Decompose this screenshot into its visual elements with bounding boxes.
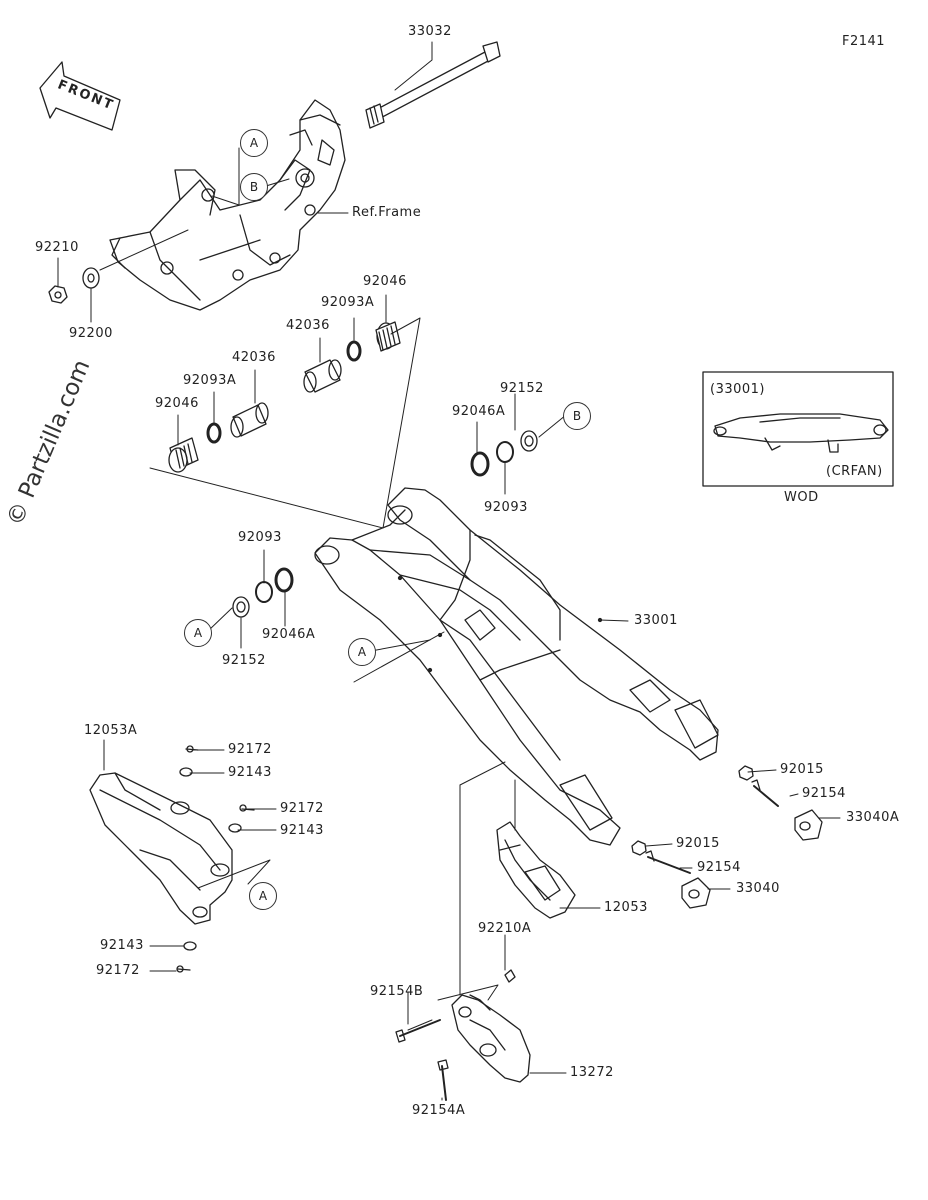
part-92093A-top: 92093A	[321, 295, 375, 310]
chain-guide-bolts	[395, 969, 516, 1101]
part-92200: 92200	[69, 326, 113, 341]
part-92154-b: 92154	[697, 860, 741, 875]
part-92172-c: 92172	[96, 963, 140, 978]
part-92015-a: 92015	[780, 762, 824, 777]
part-33032: 33032	[408, 24, 452, 39]
callout-a-frame: A	[240, 129, 268, 157]
part-92046A-left: 92046A	[262, 627, 316, 642]
part-12053: 12053	[604, 900, 648, 915]
part-92093A-left: 92093A	[183, 373, 237, 388]
front-arrow-icon	[39, 61, 121, 131]
washer-92200	[82, 267, 100, 289]
callout-a-washer: A	[184, 619, 212, 647]
callout-a-slider: A	[249, 882, 277, 910]
chain-adjuster-lower	[631, 840, 711, 909]
part-92046A-top: 92046A	[452, 404, 506, 419]
part-92154B: 92154B	[370, 984, 424, 999]
part-92143-c: 92143	[100, 938, 144, 953]
inset-variant: (CRFAN)	[826, 464, 883, 479]
bushing-group-left	[168, 402, 269, 473]
chain-guide-plate-13272	[451, 994, 531, 1083]
part-12053A: 12053A	[84, 723, 138, 738]
part-33040A: 33040A	[846, 810, 900, 825]
nut-92210	[48, 285, 68, 304]
callout-b-frame: B	[240, 173, 268, 201]
part-92172-b: 92172	[280, 801, 324, 816]
inset-caption: WOD	[784, 490, 819, 505]
part-92152-left: 92152	[222, 653, 266, 668]
part-92015-b: 92015	[676, 836, 720, 851]
part-33040: 33040	[736, 881, 780, 896]
part-92093-left: 92093	[238, 530, 282, 545]
inset-title: (33001)	[710, 382, 765, 397]
bushing-group-top	[303, 321, 401, 393]
part-33001: 33001	[634, 613, 678, 628]
swingarm-33001	[314, 487, 719, 846]
part-42036-left: 42036	[232, 350, 276, 365]
ref-frame-label: Ref.Frame	[352, 205, 422, 220]
inset-wod-box	[702, 371, 894, 487]
part-92143-a: 92143	[228, 765, 272, 780]
part-42036-top: 42036	[286, 318, 330, 333]
frame-section	[109, 99, 346, 311]
chain-adjuster-upper	[738, 765, 823, 841]
part-92143-b: 92143	[280, 823, 324, 838]
part-92154A: 92154A	[412, 1103, 466, 1118]
pivot-shaft-33032	[365, 41, 501, 129]
part-92210: 92210	[35, 240, 79, 255]
pivot-washers-left	[232, 567, 294, 618]
leader-lines	[57, 41, 841, 1101]
part-92152-top: 92152	[500, 381, 544, 396]
chain-slider-12053A	[89, 772, 233, 925]
part-13272: 13272	[570, 1065, 614, 1080]
part-92154-a: 92154	[802, 786, 846, 801]
callout-a-swingarm: A	[348, 638, 376, 666]
part-92210A: 92210A	[478, 921, 532, 936]
part-92172-a: 92172	[228, 742, 272, 757]
callout-b-washer: B	[563, 402, 591, 430]
part-92046-left: 92046	[155, 396, 199, 411]
figure-code: F2141	[842, 34, 886, 49]
chain-guide-12053	[496, 821, 576, 919]
part-92093-right: 92093	[484, 500, 528, 515]
part-92046-top: 92046	[363, 274, 407, 289]
